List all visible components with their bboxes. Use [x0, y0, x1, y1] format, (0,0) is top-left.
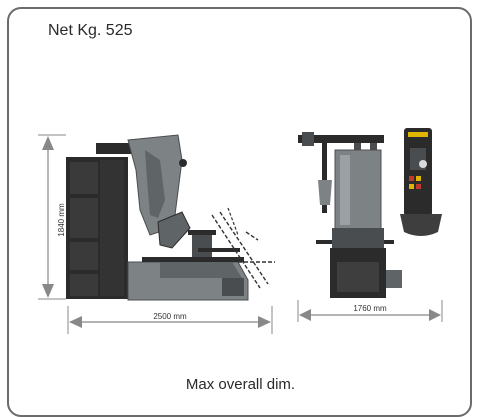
- front-accessory-tray: [400, 214, 442, 236]
- side-turntable: [142, 257, 244, 262]
- machine-diagram: 1840 mm 2500 mm 1760 mm: [38, 128, 443, 334]
- caption: Max overall dim.: [185, 376, 296, 393]
- pressure-gauge-icon: [419, 160, 427, 168]
- front-base-upper: [332, 228, 384, 248]
- dimension-height-label: 1840 mm: [57, 203, 66, 237]
- dimension-depth: 2500 mm: [67, 306, 273, 334]
- dimension-width-label: 1760 mm: [353, 304, 387, 313]
- side-view-machine: [66, 134, 275, 301]
- dimension-width: 1760 mm: [297, 300, 443, 322]
- net-weight-label: Net Kg. 525: [48, 22, 133, 39]
- front-view-machine: [298, 128, 442, 298]
- dimension-height: 1840 mm: [38, 134, 66, 300]
- side-swing-arm-dashed: [211, 211, 275, 289]
- dimension-depth-label: 2500 mm: [153, 312, 187, 321]
- front-control-tower: [404, 128, 432, 216]
- front-top-bar: [298, 135, 384, 143]
- control-panel-display: [408, 132, 428, 137]
- side-top-arm: [96, 143, 154, 154]
